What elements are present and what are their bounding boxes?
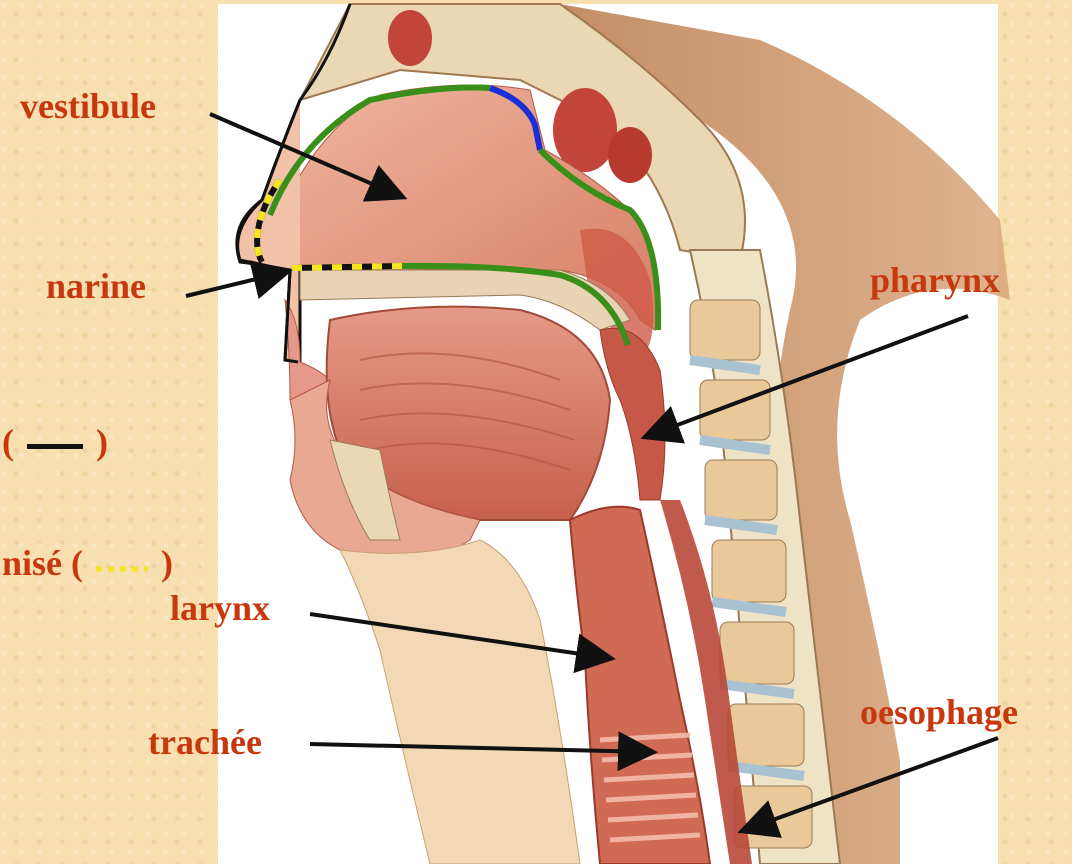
label-oesophage: oesophage — [860, 694, 1018, 730]
label-larynx: larynx — [170, 590, 270, 626]
legend-item-dotted-text: nisé ( — [2, 543, 83, 583]
sphenoid-sinus-2 — [608, 127, 652, 183]
legend-item-solid: ( ) — [2, 424, 108, 460]
legend-dotted-line-icon — [92, 557, 152, 577]
label-narine: narine — [46, 268, 146, 304]
legend-item-dotted-close: ) — [161, 543, 173, 583]
legend-solid-line-icon — [23, 436, 87, 456]
label-pharynx: pharynx — [870, 262, 1000, 298]
legend-item-solid-open: ( — [2, 422, 14, 462]
legend-item-dotted: nisé ( ) — [2, 545, 173, 581]
sphenoid-sinus — [553, 88, 617, 172]
label-vestibule: vestibule — [20, 88, 156, 124]
frontal-sinus — [388, 10, 432, 66]
nostril-outline-dashed-floor — [292, 266, 402, 268]
legend-item-solid-close: ) — [96, 422, 108, 462]
label-trachee: trachée — [148, 724, 262, 760]
